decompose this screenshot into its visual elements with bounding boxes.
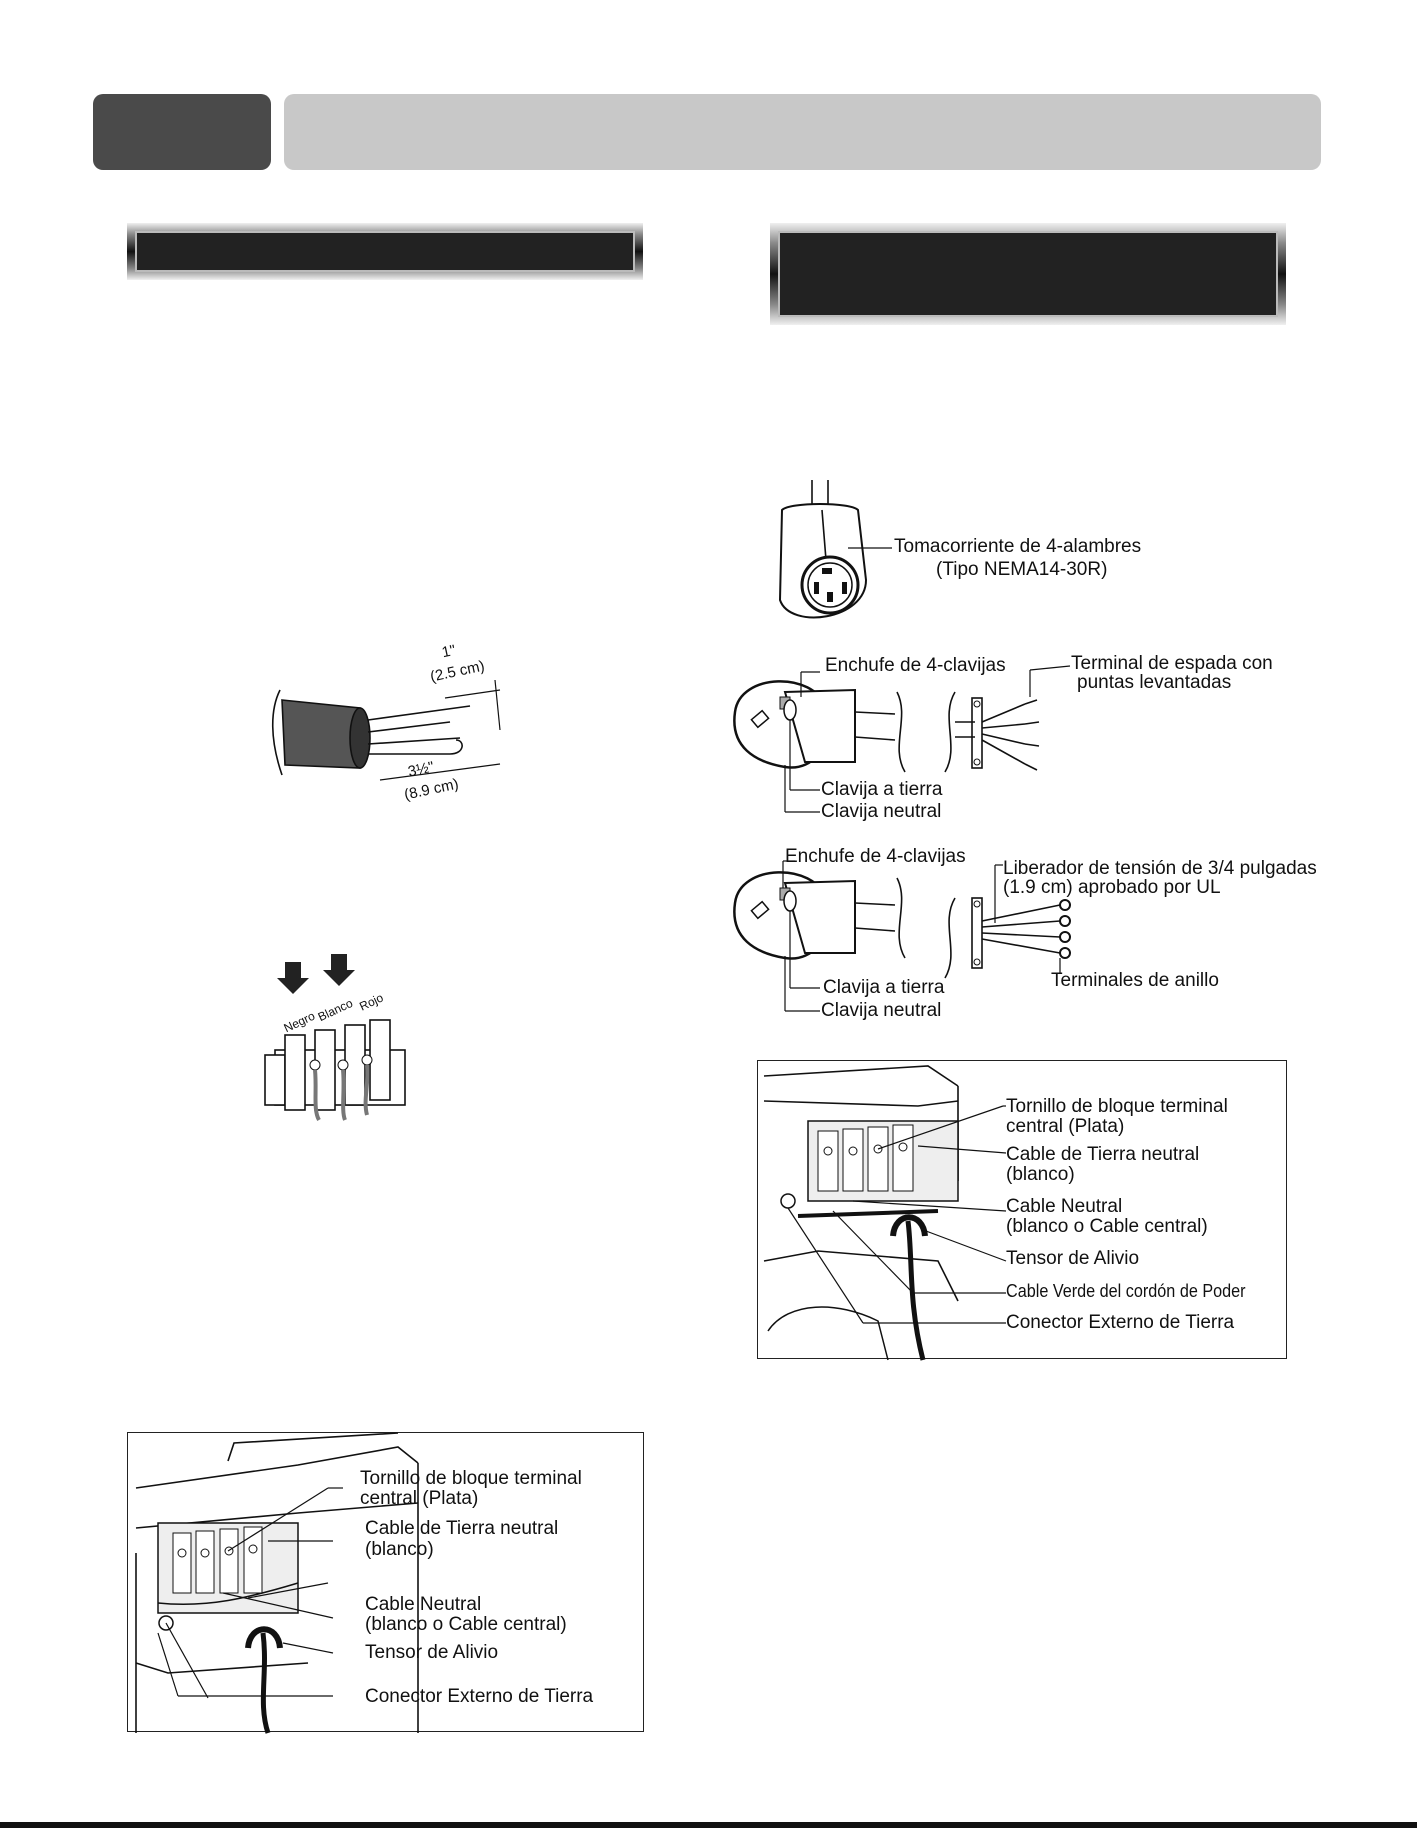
label-4w-ext-ground: Conector Externo de Tierra <box>1006 1312 1235 1333</box>
banner-4-wire <box>770 223 1286 325</box>
label-outlet-l2: (Tipo NEMA14-30R) <box>936 559 1108 580</box>
label-4w-strain: Tensor de Alivio <box>1006 1248 1140 1269</box>
label-spade-ground-pin: Clavija a tierra <box>821 779 943 800</box>
label-3w-screw-l2: central (Plata) <box>360 1488 479 1509</box>
label-4w-green: Cable Verde del cordón de Poder <box>1006 1281 1246 1301</box>
label-4w-neutral-l1: Cable Neutral <box>1006 1196 1123 1217</box>
label-spade-neutral-pin: Clavija neutral <box>821 801 942 822</box>
plug-ring-illustration: Enchufe de 4-clavijas Liberador de tensi… <box>725 843 1340 1021</box>
label-ring-plug: Enchufe de 4-clavijas <box>785 846 966 867</box>
label-ring-terminals: Terminales de anillo <box>1051 970 1219 991</box>
label-ring-ground-pin: Clavija a tierra <box>823 977 945 998</box>
section-tab <box>93 94 271 170</box>
outlet-illustration: Tomacorriente de 4-alambres (Tipo NEMA14… <box>770 480 1170 630</box>
label-spade-terminal-l1: Terminal de espada con <box>1071 653 1273 674</box>
label-3w-ground-l1: Cable de Tierra neutral <box>365 1518 559 1539</box>
label-3w-neutral-l1: Cable Neutral <box>365 1594 482 1615</box>
label-outlet-l1: Tomacorriente de 4-alambres <box>894 536 1142 557</box>
banner-3-wire <box>127 223 643 280</box>
label-4w-ground-l2: (blanco) <box>1006 1164 1075 1185</box>
label-3w-ground-l2: (blanco) <box>365 1539 434 1560</box>
figure-4-wire-connection: Tornillo de bloque terminal central (Pla… <box>757 1060 1287 1361</box>
plug-spade-illustration: Enchufe de 4-clavijas Terminal de espada… <box>725 652 1305 827</box>
label-4w-screw-l1: Tornillo de bloque terminal <box>1006 1096 1228 1117</box>
dim-short: 1" <box>440 641 458 662</box>
figure-3-wire-connection: Tornillo de bloque terminal central (Pla… <box>127 1432 644 1734</box>
label-ring-neutral-pin: Clavija neutral <box>821 1000 942 1021</box>
terminal-block-illustration: Negro Blanco Rojo <box>255 950 425 1125</box>
label-spade-plug: Enchufe de 4-clavijas <box>825 655 1006 676</box>
label-4w-ground-l1: Cable de Tierra neutral <box>1006 1144 1200 1165</box>
label-4w-screw-l2: central (Plata) <box>1006 1116 1125 1137</box>
label-3w-ext-ground: Conector Externo de Tierra <box>365 1686 594 1707</box>
bottom-rule <box>0 1822 1417 1828</box>
label-3w-neutral-l2: (blanco o Cable central) <box>365 1614 567 1635</box>
label-4w-neutral-l2: (blanco o Cable central) <box>1006 1216 1208 1237</box>
label-3w-screw-l1: Tornillo de bloque terminal <box>360 1468 582 1489</box>
label-3w-strain: Tensor de Alivio <box>365 1642 499 1663</box>
wire-strip-illustration: 1" (2.5 cm) 3½" (8.9 cm) <box>260 642 520 810</box>
label-spade-terminal-l2: puntas levantadas <box>1077 672 1232 693</box>
section-header-bar <box>284 94 1321 170</box>
label-ring-relief-l1: Liberador de tensión de 3/4 pulgadas <box>1003 858 1317 879</box>
label-ring-relief-l2: (1.9 cm) aprobado por UL <box>1003 877 1221 898</box>
